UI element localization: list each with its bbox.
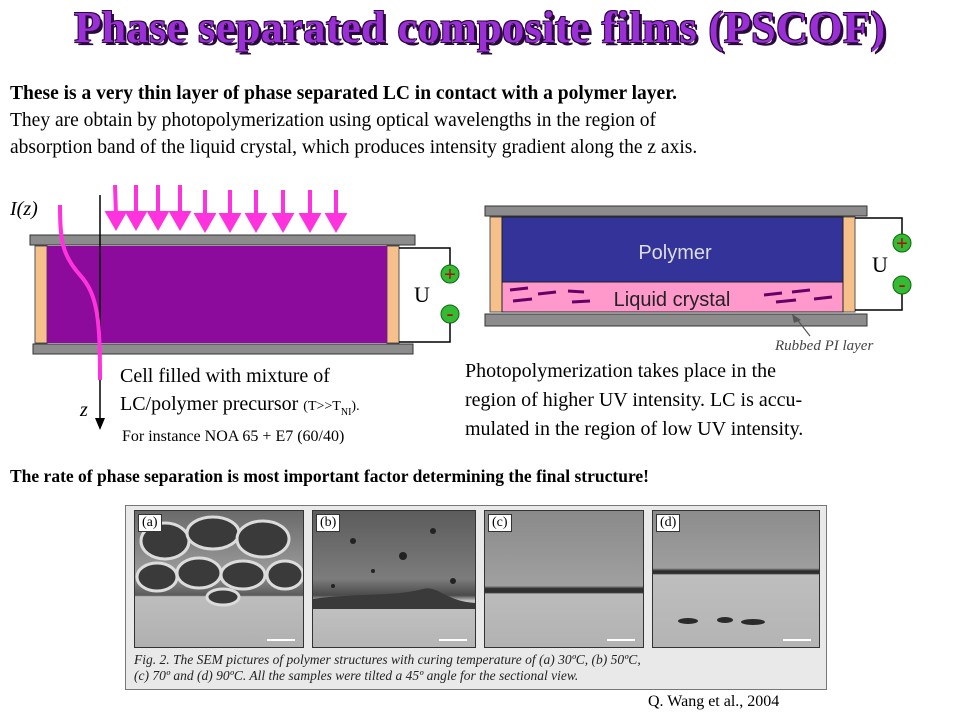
- sem-panel-c: (c): [484, 510, 644, 648]
- lc-molecules: [509, 286, 833, 304]
- photopolymerization-text: Photopolymerization takes place in the r…: [465, 357, 803, 444]
- wire-top: [399, 247, 451, 270]
- cell-caption-main: LC/polymer precursor: [120, 393, 299, 415]
- z-axis-label: z: [79, 399, 88, 421]
- minus-terminal-right: [892, 275, 912, 295]
- uv-arrows: [104, 184, 348, 234]
- sem-panel-b-image: [313, 528, 475, 609]
- sem-panel-d: (d): [652, 510, 820, 648]
- minus-terminal: [440, 304, 460, 324]
- voltage-label-right: U: [872, 252, 888, 277]
- uv-cell-diagram: + - U I(z) z: [9, 184, 460, 430]
- intensity-label: I(z): [9, 198, 38, 220]
- sem-caption-line-2: (c) 70º and (d) 90ºC. All the samples we…: [134, 668, 579, 683]
- instance-note: For instance NOA 65 + E7 (60/40): [122, 428, 345, 445]
- left-spacer: [34, 245, 48, 344]
- sem-panel-c-scale-bar: [607, 639, 635, 641]
- cell-caption: Cell filled with mixture of LC/polymer p…: [120, 362, 360, 427]
- polymer-label: Polymer: [638, 242, 712, 264]
- sem-panel-d-label: (d): [656, 514, 681, 532]
- intro-line-1: These is a very thin layer of phase sepa…: [10, 83, 677, 104]
- intro-line-3: absorption band of the liquid crystal, w…: [10, 137, 698, 158]
- cell-caption-end: ).: [351, 399, 360, 414]
- minus-sign-right: -: [898, 272, 905, 297]
- sem-panel-a-label: (a): [138, 514, 162, 532]
- plus-sign: +: [444, 264, 456, 286]
- photo-line-2: region of higher UV intensity. LC is acc…: [465, 389, 803, 411]
- sem-figure: (a) (b) (c) (d) Fig. 2. The SEM pictures…: [125, 505, 827, 690]
- sem-caption-line-1: Fig. 2. The SEM pictures of polymer stru…: [134, 652, 641, 667]
- liquid-crystal-label: Liquid crystal: [614, 289, 731, 311]
- wire-top-right: [855, 217, 903, 236]
- sem-panel-a-image: [135, 515, 303, 607]
- rubbed-pi-label: Rubbed PI layer: [774, 338, 873, 354]
- plus-sign-right: +: [896, 233, 908, 255]
- page-title: Phase separated composite films (PSCOF): [74, 3, 886, 52]
- cell-caption-line-2: LC/polymer precursor (T>>TNI).: [120, 390, 360, 427]
- sem-panel-a-scale-bar: [267, 639, 295, 641]
- cell-caption-condition: (T>>T: [303, 399, 341, 414]
- sem-panel-b: (b): [312, 510, 476, 648]
- sem-panel-b-label: (b): [316, 514, 341, 532]
- sem-panel-d-scale-bar: [783, 639, 811, 641]
- intro-line-2: They are obtain by photopolymerization u…: [10, 110, 657, 131]
- sem-panel-b-scale-bar: [439, 639, 467, 641]
- cell-caption-subscript: NI: [340, 407, 352, 418]
- intro-paragraph: These is a very thin layer of phase sepa…: [10, 80, 955, 161]
- voltage-label-left: U: [414, 282, 430, 307]
- top-substrate: [484, 205, 868, 217]
- sem-caption: Fig. 2. The SEM pictures of polymer stru…: [134, 652, 818, 684]
- liquid-crystal-layer: [501, 281, 844, 313]
- sem-panel-a: (a): [134, 510, 304, 648]
- z-axis-arrowhead: [95, 418, 105, 430]
- right-spacer-right: [842, 216, 856, 313]
- bottom-substrate: [484, 313, 868, 327]
- wire-bottom-right: [855, 292, 903, 311]
- pscof-structure-diagram: Polymer Liquid crystal + - U Rubbed PI l…: [484, 205, 912, 354]
- polymer-layer: [501, 216, 844, 283]
- sem-panel-c-label: (c): [488, 514, 512, 532]
- right-spacer: [386, 245, 400, 344]
- rate-statement: The rate of phase separation is most imp…: [10, 466, 649, 486]
- sem-panel-d-image: [678, 617, 765, 625]
- left-spacer-right: [489, 216, 503, 313]
- bottom-electrode: [32, 343, 414, 355]
- minus-sign: -: [446, 301, 453, 326]
- photo-line-3: mulated in the region of low UV intensit…: [465, 418, 804, 440]
- plus-terminal-right: [892, 233, 912, 253]
- intensity-curve: [58, 204, 102, 381]
- rubbed-pointer-arrowhead: [792, 314, 801, 323]
- photo-line-1: Photopolymerization takes place in the: [465, 360, 777, 382]
- top-electrode: [29, 234, 416, 246]
- citation: Q. Wang et al., 2004: [648, 693, 780, 710]
- cell-caption-line-1: Cell filled with mixture of: [120, 365, 330, 387]
- cell-mixture: [47, 246, 387, 343]
- wire-bottom: [399, 318, 451, 343]
- plus-terminal: [440, 264, 460, 284]
